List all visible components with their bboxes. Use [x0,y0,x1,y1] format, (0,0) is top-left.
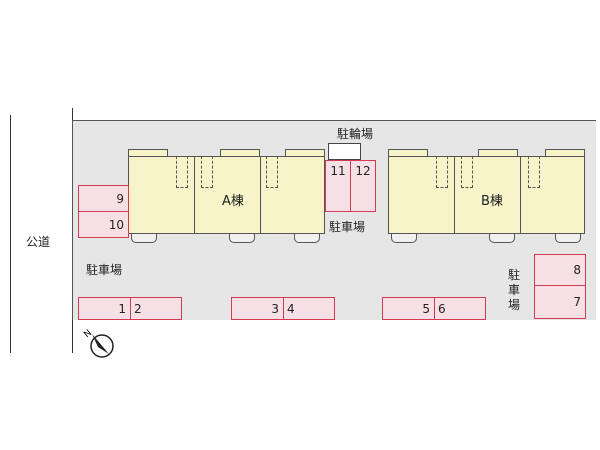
parking-right-label: 駐 車 場 [507,268,521,313]
parking-spaces-1-2: 1 2 [78,297,182,320]
public-road-label: 公道 [26,235,51,249]
parking-space-7-number: 7 [573,295,581,309]
building-a-roof-1 [128,149,168,157]
road-edge-line [10,115,11,353]
building-a-roof-2 [220,149,260,157]
parking-space-12: 12 [350,160,376,212]
parking-space-8-number: 8 [573,263,581,277]
parking-space-10-number: 10 [108,217,124,232]
building-a-stair-3 [266,156,278,188]
building-b-entrance-2 [489,234,515,243]
parking-right-char-3: 場 [507,298,520,312]
building-a-label: A棟 [222,194,244,209]
parking-space-3-number: 3 [271,301,279,316]
parking-spaces-3-4: 3 4 [231,297,335,320]
parking-right-char-2: 車 [507,283,520,297]
parking-space-1-number: 1 [118,301,126,316]
parking-space-4-number: 4 [287,301,295,316]
building-a-stair-2 [201,156,213,188]
building-b-divider-2 [520,156,521,234]
parking-space-8: 8 [534,254,586,286]
parking-space-11-number: 11 [330,164,346,178]
north-arrow-icon: N [82,328,114,358]
building-b-label: B棟 [481,194,503,209]
parking-spaces-5-6: 5 6 [382,297,486,320]
parking-right-char-1: 駐 [507,268,520,282]
parking-space-12-number: 12 [355,164,371,178]
building-a-entrance-1 [131,234,157,243]
parking-divider-5-6 [434,298,435,319]
parking-space-2-number: 2 [134,301,142,316]
building-b-entrance-1 [391,234,417,243]
building-a-entrance-2 [229,234,255,243]
parking-space-11: 11 [325,160,351,212]
building-b-stair-2 [461,156,473,188]
parking-divider-1-2 [130,298,131,319]
building-a-roof-3 [285,149,325,157]
building-b-roof-2 [478,149,518,157]
building-a-stair-1 [176,156,188,188]
parking-space-5-number: 5 [422,301,430,316]
building-a-divider-1 [194,156,195,234]
building-b-roof-3 [545,149,585,157]
building-a-divider-2 [260,156,261,234]
parking-left-label: 駐車場 [86,263,123,277]
building-b-divider-1 [454,156,455,234]
building-a-entrance-3 [294,234,320,243]
parking-space-6-number: 6 [438,301,446,316]
parking-divider-3-4 [283,298,284,319]
bicycle-parking-box [328,143,361,160]
building-b-body [388,156,585,234]
building-b-roof-1 [388,149,428,157]
parking-space-7: 7 [534,285,586,319]
parking-space-10: 10 [78,211,129,238]
svg-text:N: N [82,328,94,340]
building-a-body [128,156,325,234]
parking-space-9-number: 9 [116,191,124,206]
building-b-stair-3 [528,156,540,188]
building-b-stair-1 [436,156,448,188]
building-b-entrance-3 [555,234,581,243]
bicycle-parking-label: 駐輪場 [337,127,374,141]
parking-space-9: 9 [78,185,129,212]
parking-center-label: 駐車場 [329,220,366,234]
